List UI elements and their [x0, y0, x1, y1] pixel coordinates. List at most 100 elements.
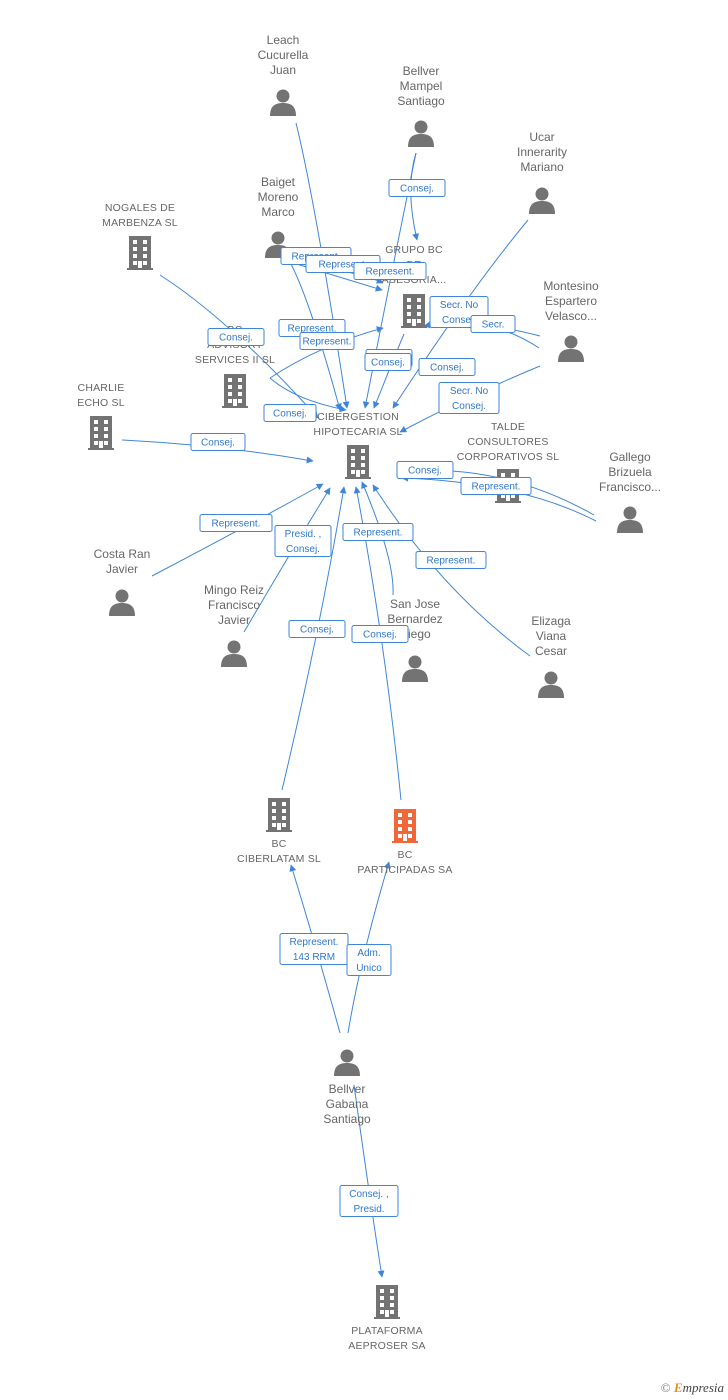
node-label-line: Mariano: [520, 160, 564, 174]
node-label-line: HIPOTECARIA SL: [313, 426, 402, 438]
empresia-logo: Empresia: [673, 1380, 724, 1395]
node-label-line: Mingo Reiz: [204, 583, 264, 597]
node-label-line: Brizuela: [608, 465, 652, 479]
edge-label-text: Represent.: [366, 267, 415, 278]
edge-label-box: [346, 944, 392, 976]
building-icon: [127, 236, 153, 270]
node-nogales[interactable]: NOGALES DE MARBENZA SL: [102, 202, 178, 270]
person-icon: [334, 1049, 360, 1076]
edge-label[interactable]: Represent.143 RRM: [279, 933, 349, 965]
node-label-line: MARBENZA SL: [102, 217, 178, 229]
edge-label-text: Consej.: [371, 358, 405, 369]
edge-label-text: Presid. ,: [285, 529, 322, 540]
node-label-line: CIBERLATAM SL: [237, 853, 321, 865]
edge-label[interactable]: Consej.: [190, 433, 246, 451]
building-icon: [345, 445, 371, 479]
edge-label-box: [415, 551, 487, 569]
node-label-line: BC: [398, 849, 413, 861]
node-label-line: Velasco...: [545, 309, 597, 323]
edge-label[interactable]: Consej.: [263, 404, 317, 422]
edge-label[interactable]: Secr.: [470, 315, 516, 333]
edge-label-box: [364, 353, 412, 371]
node-label-line: Javier: [218, 613, 250, 627]
edge-label-text: Consej. ,: [349, 1189, 388, 1200]
person-icon: [109, 589, 135, 616]
edge-label[interactable]: Represent.: [342, 523, 414, 541]
node-label-line: San Jose: [390, 597, 440, 611]
node-label-line: Javier: [106, 562, 138, 576]
edge-label[interactable]: Adm.Unico: [346, 944, 392, 976]
edge-label-text: Represent.: [303, 337, 352, 348]
node-montesino[interactable]: MontesinoEsparteroVelasco...: [543, 279, 599, 362]
copyright-symbol: ©: [660, 1380, 671, 1395]
node-label-line: Baiget: [261, 175, 296, 189]
edge-label-text: Consej.: [442, 315, 476, 326]
node-label-line: Juan: [270, 63, 296, 77]
building-icon: [392, 809, 418, 843]
node-gallego[interactable]: GallegoBrizuelaFrancisco...: [599, 450, 661, 533]
node-label-line: CHARLIE: [78, 382, 125, 394]
edge-label[interactable]: Consej.: [364, 353, 412, 371]
edge-label-text: Presid.: [353, 1204, 384, 1215]
edge-label[interactable]: Represent.: [460, 477, 532, 495]
edge-label-text: Represent.: [472, 482, 521, 493]
node-label-line: Cesar: [535, 644, 567, 658]
edge-label[interactable]: Consej.: [207, 328, 265, 346]
person-icon: [529, 187, 555, 214]
node-label-line: Leach: [267, 33, 300, 47]
node-label-line: NOGALES DE: [105, 202, 175, 214]
edge-label-box: [388, 179, 446, 197]
node-label-line: SERVICES II SL: [195, 354, 275, 366]
edge-label[interactable]: Consej.: [388, 179, 446, 197]
node-label-line: Espartero: [545, 294, 597, 308]
edge-label[interactable]: Consej.: [288, 620, 346, 638]
node-label-line: Innerarity: [517, 145, 567, 159]
empresia-footer[interactable]: © Empresia: [661, 1380, 724, 1396]
edge-label-text: Represent.: [319, 260, 368, 271]
edge-label-text: Consej.: [273, 409, 307, 420]
edge-label-text: Consej.: [286, 544, 320, 555]
edge-label[interactable]: Consej.: [418, 358, 476, 376]
node-label-line: TALDE: [491, 421, 525, 433]
edge-label-text: 143 RRM: [293, 952, 335, 963]
person-icon: [270, 89, 296, 116]
node-label-line: Francisco...: [599, 480, 661, 494]
edge-label[interactable]: Represent.: [199, 514, 273, 532]
node-label-line: Mampel: [400, 79, 443, 93]
edge-labels-layer: Consej.Represent.Represent.Represent.Rep…: [190, 179, 532, 1217]
edge-label-box: [418, 358, 476, 376]
edge-label[interactable]: Consej. , Presid.: [339, 1185, 399, 1217]
edge-label-text: Represent.: [288, 324, 337, 335]
person-icon: [617, 506, 643, 533]
node-label-line: Ucar: [529, 130, 554, 144]
edge-label[interactable]: Represent.: [353, 262, 427, 280]
node-label-line: Moreno: [258, 190, 299, 204]
edge-label[interactable]: Presid. , Consej.: [274, 525, 332, 557]
edge-label[interactable]: Consej.: [351, 625, 409, 643]
node-label-line: Gallego: [609, 450, 651, 464]
edge-label[interactable]: Represent.: [299, 332, 355, 350]
edge-label[interactable]: Represent.: [415, 551, 487, 569]
edge-label-box: [299, 332, 355, 350]
edge-label-box: [460, 477, 532, 495]
edge-label-box: [351, 625, 409, 643]
edge-label-text: Consej.: [363, 630, 397, 641]
edge-label[interactable]: Consej.: [396, 461, 454, 479]
building-icon: [222, 374, 248, 408]
